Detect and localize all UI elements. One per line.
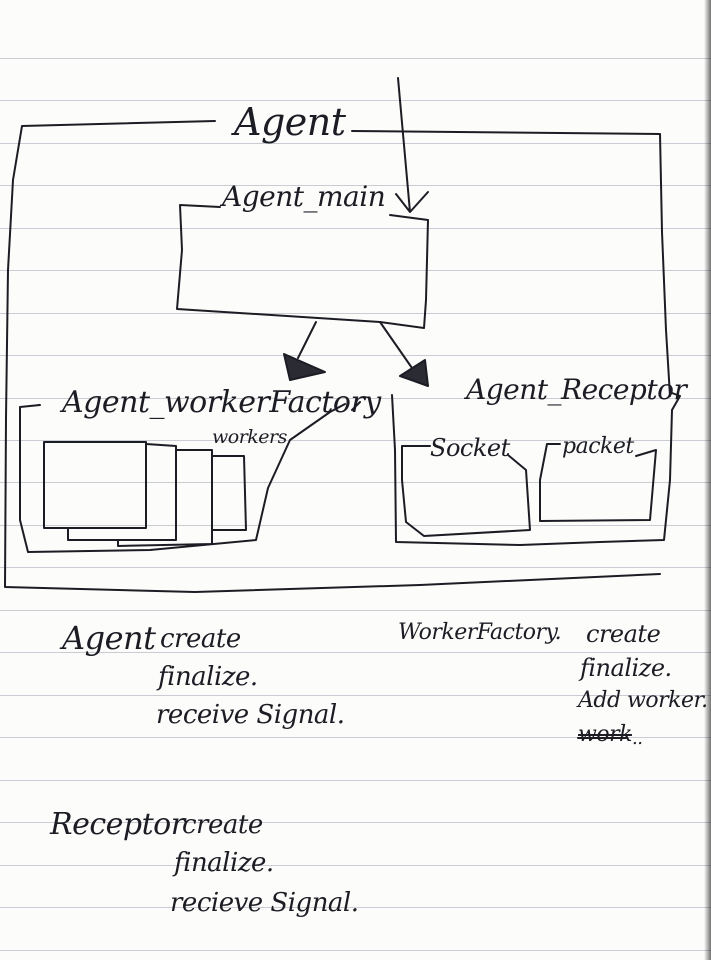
ruled-line (0, 355, 711, 356)
receptor-notes-title: Receptor (50, 807, 185, 842)
workers-label: workers (212, 426, 287, 448)
agent-method-create: create (160, 624, 241, 654)
ruled-line (0, 695, 711, 696)
ruled-line (0, 780, 711, 781)
receptor-label: Agent_Receptor (466, 373, 687, 406)
receptor-box (391, 392, 681, 546)
ruled-line (0, 907, 711, 908)
ruled-line (0, 58, 711, 59)
ruled-line (0, 652, 711, 653)
worker-box (117, 449, 213, 547)
ruled-line (0, 100, 711, 101)
agent-main-label: Agent_main (222, 180, 386, 213)
packet-box (539, 443, 657, 522)
receptor-arrowhead (399, 359, 429, 387)
agent-label: Agent (234, 100, 346, 144)
ruled-line (0, 185, 711, 186)
receptor-arrow (379, 321, 413, 369)
ruled-line (0, 313, 711, 314)
ruled-line (0, 950, 711, 951)
ruled-line (0, 865, 711, 866)
factory-method-create: create (586, 620, 661, 648)
socket-label: Socket (430, 434, 510, 462)
agent-box (4, 120, 671, 593)
socket-box (401, 445, 531, 537)
ruled-line (0, 270, 711, 271)
ruled-line (0, 482, 711, 483)
factory-arrowhead (283, 353, 326, 381)
incoming-arrow (395, 77, 429, 213)
factory-method-finalize: finalize. (580, 654, 672, 682)
factory-arrow (297, 321, 317, 359)
ruled-line (0, 228, 711, 229)
worker-box (43, 441, 147, 529)
ruled-line (0, 567, 711, 568)
ruled-line (0, 440, 711, 441)
ruled-line (0, 525, 711, 526)
agent-method-finalize: finalize. (158, 662, 258, 692)
factory-notes-title: WorkerFactory. (398, 620, 562, 645)
receptor-method-create: create (182, 810, 263, 840)
factory-method-add-worker: Add worker. (578, 688, 708, 713)
receptor-method-finalize: finalize. (174, 848, 274, 878)
worker-factory-box (19, 401, 361, 553)
worker-box (67, 443, 177, 541)
factory-method-ellipsis: .. (632, 728, 643, 749)
ruled-line (0, 610, 711, 611)
page-edge-shadow (704, 0, 711, 960)
ruled-line (0, 143, 711, 144)
agent-method-receive-signal: receive Signal. (156, 700, 345, 730)
receptor-method-recieve-signal: recieve Signal. (170, 888, 359, 918)
worker-box (211, 455, 247, 531)
ruled-line (0, 737, 711, 738)
factory-method-work: work (578, 722, 632, 747)
agent-notes-title: Agent (62, 619, 156, 657)
packet-label: packet (562, 434, 634, 459)
ruled-line (0, 822, 711, 823)
agent-main-box (176, 204, 429, 329)
worker-factory-label: Agent_workerFactory (62, 385, 381, 420)
ruled-line (0, 398, 711, 399)
